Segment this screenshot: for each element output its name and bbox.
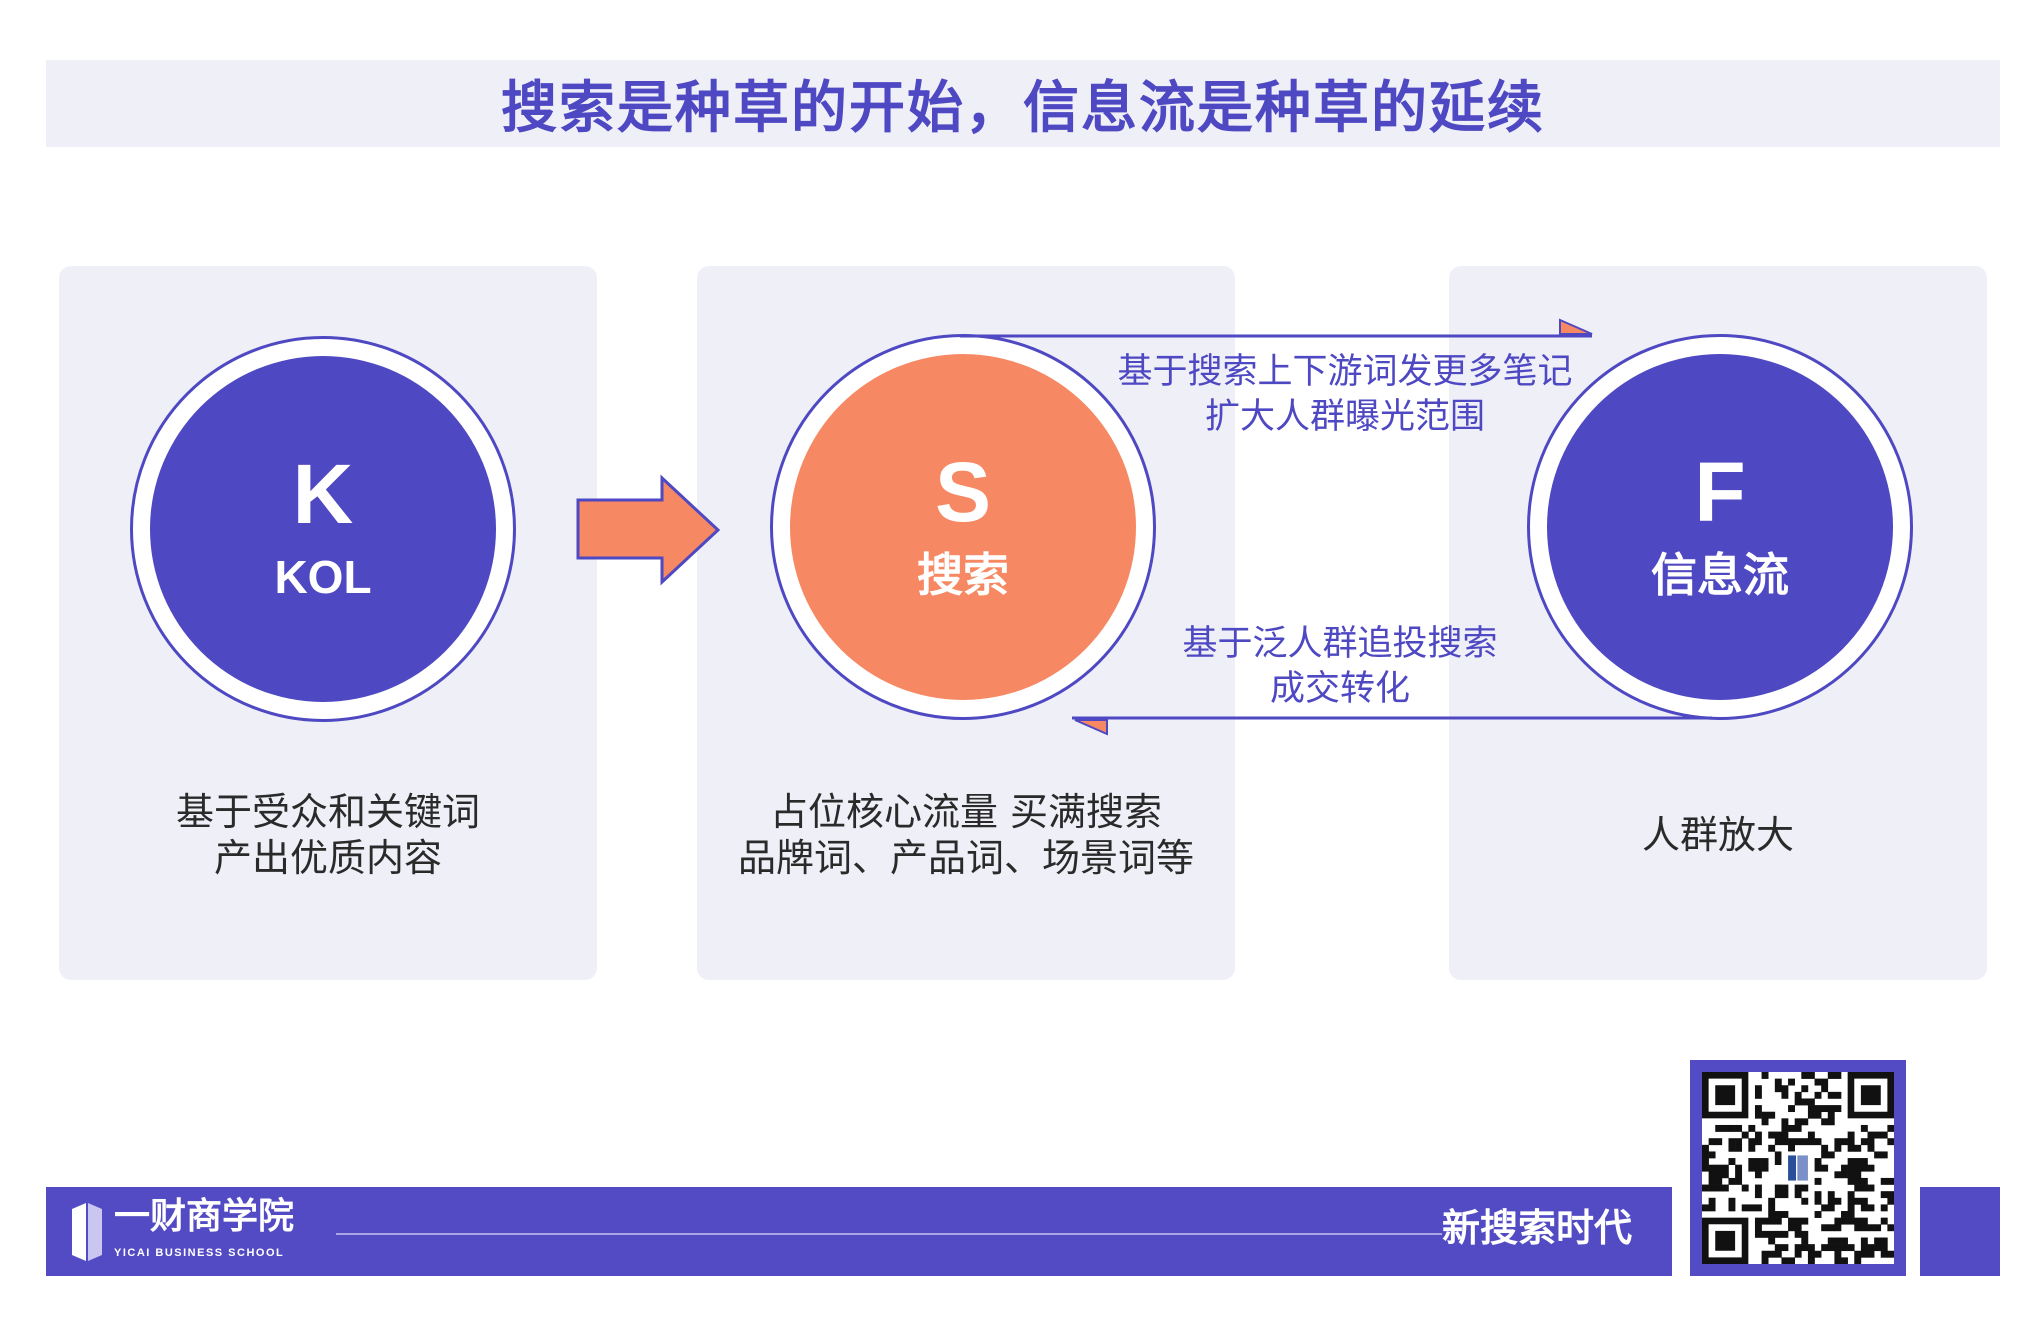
search-description: 占位核心流量 买满搜索 品牌词、产品词、场景词等 bbox=[697, 789, 1235, 881]
search-label: 搜索 bbox=[917, 548, 1009, 603]
feed-description: 人群放大 bbox=[1449, 812, 1987, 858]
qr-code-frame bbox=[1690, 1060, 1906, 1276]
search-desc-line-2: 品牌词、产品词、场景词等 bbox=[737, 836, 1194, 880]
flow-bottom-label: 基于泛人群追投搜索 成交转化 bbox=[1110, 622, 1570, 712]
flow-bottom-line-1: 基于泛人群追投搜索 bbox=[1182, 624, 1498, 664]
flow-top-arrowhead bbox=[1559, 318, 1593, 335]
kol-letter: K bbox=[292, 447, 354, 542]
title-bar: 搜索是种草的开始，信息流是种草的延续 bbox=[46, 60, 2000, 147]
logo-subtitle: YICAI BUSINESS SCHOOL bbox=[114, 1247, 285, 1259]
feed-letter: F bbox=[1694, 445, 1746, 540]
flow-top-label: 基于搜索上下游词发更多笔记 扩大人群曝光范围 bbox=[1080, 350, 1610, 440]
feed-label: 信息流 bbox=[1651, 548, 1789, 603]
footer-tail bbox=[1920, 1187, 2000, 1276]
qr-code-pattern bbox=[1702, 1072, 1895, 1265]
qr-code[interactable] bbox=[1702, 1072, 1895, 1265]
flow-bottom-arrowhead bbox=[1074, 719, 1108, 736]
footer-right-text: 新搜索时代 bbox=[1441, 1206, 1632, 1250]
footer-bar: 一财商学院 YICAI BUSINESS SCHOOL 新搜索时代 bbox=[46, 1187, 1672, 1276]
search-circle: S 搜索 bbox=[790, 354, 1136, 700]
right-arrow-icon bbox=[576, 474, 721, 586]
flow-top-line-1: 基于搜索上下游词发更多笔记 bbox=[1117, 352, 1573, 392]
kol-desc-line-1: 基于受众和关键词 bbox=[175, 790, 480, 834]
footer-divider bbox=[336, 1233, 1442, 1235]
page-title: 搜索是种草的开始，信息流是种草的延续 bbox=[501, 76, 1545, 141]
yicai-logo-icon bbox=[72, 1203, 102, 1261]
flow-top-line-2: 扩大人群曝光范围 bbox=[1204, 397, 1485, 437]
search-letter: S bbox=[934, 445, 992, 540]
kol-description: 基于受众和关键词 产出优质内容 bbox=[59, 789, 597, 881]
logo-name: 一财商学院 bbox=[114, 1196, 295, 1237]
feed-desc-line-1: 人群放大 bbox=[1641, 813, 1794, 857]
kol-circle: K KOL bbox=[150, 356, 496, 702]
flow-bottom-line-2: 成交转化 bbox=[1269, 669, 1410, 709]
kol-desc-line-2: 产出优质内容 bbox=[213, 836, 442, 880]
search-desc-line-1: 占位核心流量 买满搜索 bbox=[769, 790, 1163, 834]
feed-circle: F 信息流 bbox=[1547, 354, 1893, 700]
kol-label: KOL bbox=[274, 551, 372, 604]
